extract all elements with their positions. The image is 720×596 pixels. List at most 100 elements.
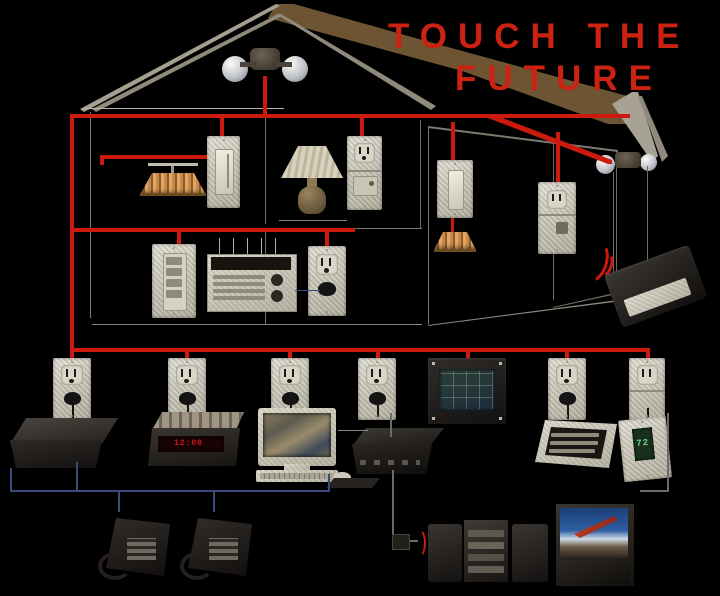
floodlight-arm-left — [240, 62, 256, 67]
control-panel-slider-2[interactable] — [213, 282, 265, 286]
wall-switch-rocker-right[interactable] — [448, 170, 464, 210]
outlet-socket-upper[interactable] — [354, 143, 375, 163]
outlet-plate-5[interactable] — [548, 358, 586, 420]
fax-modem-body — [10, 440, 102, 468]
outlet-socket-6[interactable] — [637, 365, 658, 385]
telephone-2-handset[interactable] — [180, 552, 214, 580]
roof-eave-line-left — [84, 108, 284, 109]
table-lamp-base — [298, 186, 326, 214]
pendant-canopy — [148, 163, 198, 166]
security-panel-screw-br — [499, 417, 502, 420]
outlet-slot-left — [642, 369, 644, 377]
outlet-socket-3[interactable] — [279, 365, 301, 385]
computer-keyboard-keys — [260, 473, 334, 479]
floodlight-body — [250, 48, 280, 70]
wall-switch-plate-right[interactable] — [437, 160, 473, 218]
security-panel-screw-tr — [499, 362, 502, 365]
outlet-socket-5[interactable] — [556, 365, 578, 385]
telephone-jack-module[interactable] — [556, 222, 568, 234]
data-bus-main — [10, 490, 330, 492]
control-panel-knob-1[interactable] — [271, 274, 283, 286]
telephone-1-handset[interactable] — [98, 552, 132, 580]
outlet-plate-4[interactable] — [358, 358, 396, 420]
outlet-ground-pin — [184, 379, 189, 383]
remote-control-body[interactable] — [603, 244, 708, 328]
outlet-slot-left — [284, 369, 286, 377]
stereo-deck-3[interactable] — [468, 554, 504, 561]
table-lamp-neck — [307, 178, 317, 190]
scene-keypad-plate[interactable] — [152, 244, 196, 318]
stereo-deck-1[interactable] — [468, 530, 504, 537]
controller-hub[interactable] — [352, 428, 444, 480]
control-panel-hooks — [217, 238, 289, 256]
console-keypad-row-2[interactable] — [550, 441, 598, 445]
stereo-system[interactable] — [428, 520, 552, 582]
telephone-1-keypad[interactable] — [127, 538, 156, 560]
telephone-1[interactable] — [98, 512, 170, 580]
console-keypad-row-3[interactable] — [549, 449, 595, 453]
fax-modem[interactable] — [10, 418, 118, 474]
table-lamp — [281, 146, 343, 214]
outlet-cord-6 — [647, 408, 649, 422]
phone-jack-module[interactable] — [353, 176, 378, 196]
power-bus-mid — [70, 228, 355, 232]
control-panel-slider-4[interactable] — [213, 296, 265, 300]
data-link-computer-to-hub — [338, 430, 368, 431]
outlet-slot-right — [569, 369, 571, 377]
scene-keypad-button-3[interactable] — [166, 279, 182, 287]
wall-divider-upper — [265, 112, 266, 224]
power-drop-peak-floodlight — [263, 76, 267, 116]
outlet-socket-mid[interactable] — [316, 254, 338, 275]
computer[interactable] — [256, 408, 340, 486]
security-panel[interactable] — [428, 358, 506, 424]
telephone-2[interactable] — [180, 512, 252, 580]
control-panel-slider-1[interactable] — [213, 275, 265, 279]
outlet-cord-4 — [377, 403, 379, 417]
phone-jack-plate-right[interactable] — [538, 182, 576, 254]
console-keypad[interactable] — [535, 420, 617, 472]
controller-hub-top — [352, 428, 444, 446]
outlet-cord-5 — [567, 403, 569, 419]
clock-radio-time: 12:00 — [174, 439, 204, 448]
clock-radio-top-buttons[interactable] — [152, 412, 244, 430]
outlet-plate-6[interactable] — [629, 358, 665, 422]
dimmer-switch-plate[interactable] — [207, 136, 240, 208]
clock-radio[interactable]: 12:00 — [148, 412, 244, 470]
outlet-plate-1[interactable] — [53, 358, 91, 421]
scene-keypad-button-4[interactable] — [166, 290, 182, 298]
dimmer-rocker[interactable] — [215, 149, 234, 195]
controller-hub-ports — [360, 460, 420, 465]
telephone-2-keypad[interactable] — [209, 538, 238, 560]
television[interactable] — [556, 504, 634, 586]
computer-mouse[interactable] — [333, 472, 351, 483]
outlet-socket-4[interactable] — [366, 365, 388, 385]
outlet-plate-2[interactable] — [168, 358, 206, 420]
control-panel-knob-2[interactable] — [271, 290, 283, 302]
outlet-socket-2[interactable] — [176, 365, 198, 385]
wall-right-far-vertical — [616, 150, 617, 310]
outlet-cord-2 — [187, 403, 189, 419]
outlet-plug-4 — [369, 392, 386, 405]
table-lamp-shade — [281, 146, 343, 178]
remote-control[interactable] — [603, 244, 710, 336]
stereo-deck-4[interactable] — [468, 566, 504, 573]
control-panel-slider-3[interactable] — [213, 289, 265, 293]
console-keypad-row-1[interactable] — [551, 433, 599, 437]
control-panel-display — [211, 257, 291, 270]
outlet-plate-upper[interactable] — [347, 136, 382, 210]
data-link-outlet4-to-hub — [390, 413, 392, 437]
outlet-socket-right-wall[interactable] — [547, 190, 567, 209]
power-bus-bottom — [70, 348, 650, 352]
stereo-deck-2[interactable] — [468, 542, 504, 549]
outlet-socket-1[interactable] — [61, 365, 83, 385]
scene-keypad-button-2[interactable] — [166, 268, 182, 276]
thermostat[interactable]: 72 — [617, 415, 673, 483]
television-base — [558, 560, 630, 584]
hanging-light-right — [434, 232, 476, 254]
control-panel[interactable] — [207, 238, 297, 312]
data-riser-fax-left — [10, 468, 12, 492]
scene-keypad-button-1[interactable] — [166, 257, 182, 265]
dimmer-slider-track[interactable] — [227, 154, 229, 188]
floor-line-bottom — [92, 324, 422, 325]
outlet-plate-mid[interactable] — [308, 246, 346, 316]
